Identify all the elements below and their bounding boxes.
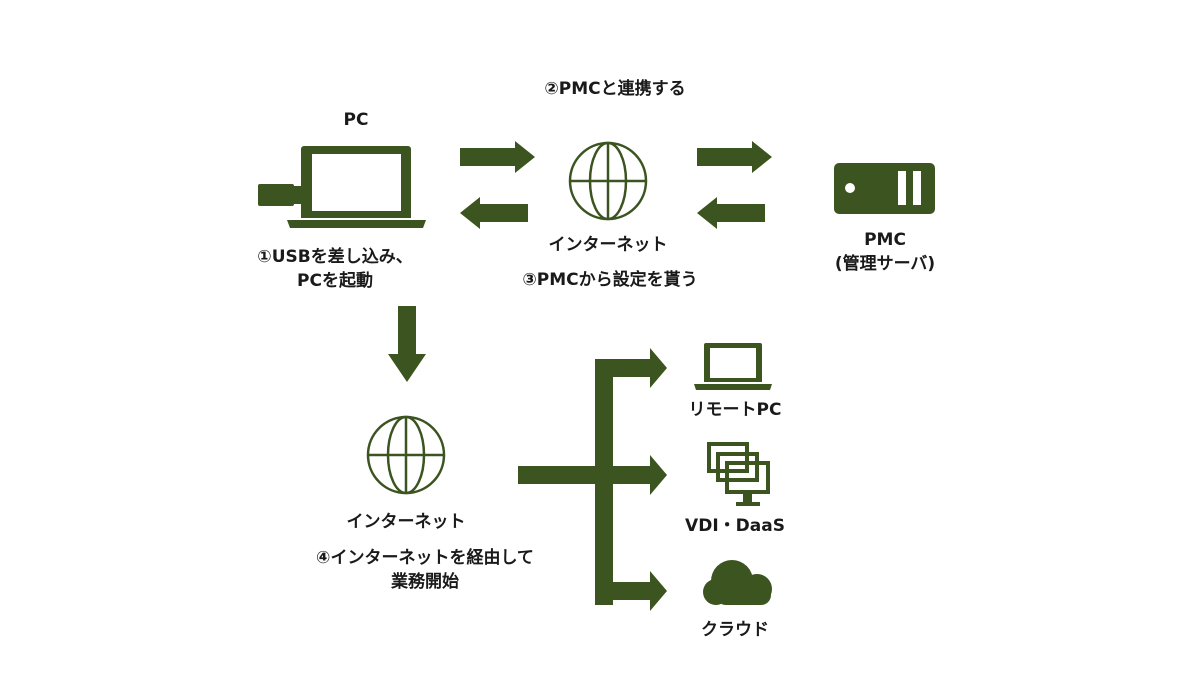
- globe-icon-bottom: [366, 415, 446, 495]
- arrow-pc-down: [388, 306, 426, 382]
- step3-label: ③PMCから設定を貰う: [522, 270, 698, 290]
- pc-label: PC: [343, 110, 369, 130]
- pmc-label: PMC (管理サーバ): [800, 228, 970, 276]
- globe-icon-top: [568, 141, 648, 221]
- internet-bottom-label: インターネット: [346, 512, 466, 532]
- arrow-internet-to-pc: [460, 197, 528, 229]
- pmc-title: PMC: [864, 230, 906, 250]
- remote-pc-label: リモートPC: [688, 400, 782, 420]
- arrow-pc-to-internet: [460, 141, 535, 173]
- server-icon: [834, 163, 935, 214]
- step2-label: ②PMCと連携する: [544, 79, 686, 99]
- step1-line2: PCを起動: [297, 271, 373, 291]
- laptop-icon: [694, 343, 772, 390]
- arrow-internet-to-pmc: [697, 141, 772, 173]
- stacked-monitors-icon: [707, 442, 770, 506]
- cloud-label: クラウド: [701, 620, 769, 640]
- step1-label: ①USBを差し込み、 PCを起動: [230, 245, 440, 293]
- step4-line1: ④インターネットを経由して: [316, 548, 534, 568]
- step1-line1: ①USBを差し込み、: [257, 247, 413, 267]
- cloud-icon: [703, 560, 772, 605]
- step4-label: ④インターネットを経由して 業務開始: [280, 546, 570, 594]
- internet-top-label: インターネット: [548, 235, 668, 255]
- laptop-with-usb-icon: [258, 146, 426, 228]
- step4-line2: 業務開始: [391, 572, 459, 592]
- pmc-subtitle: (管理サーバ): [834, 254, 936, 274]
- vdi-label: VDI・DaaS: [685, 516, 785, 536]
- branch-arrows: [518, 348, 667, 611]
- arrow-pmc-to-internet: [697, 197, 765, 229]
